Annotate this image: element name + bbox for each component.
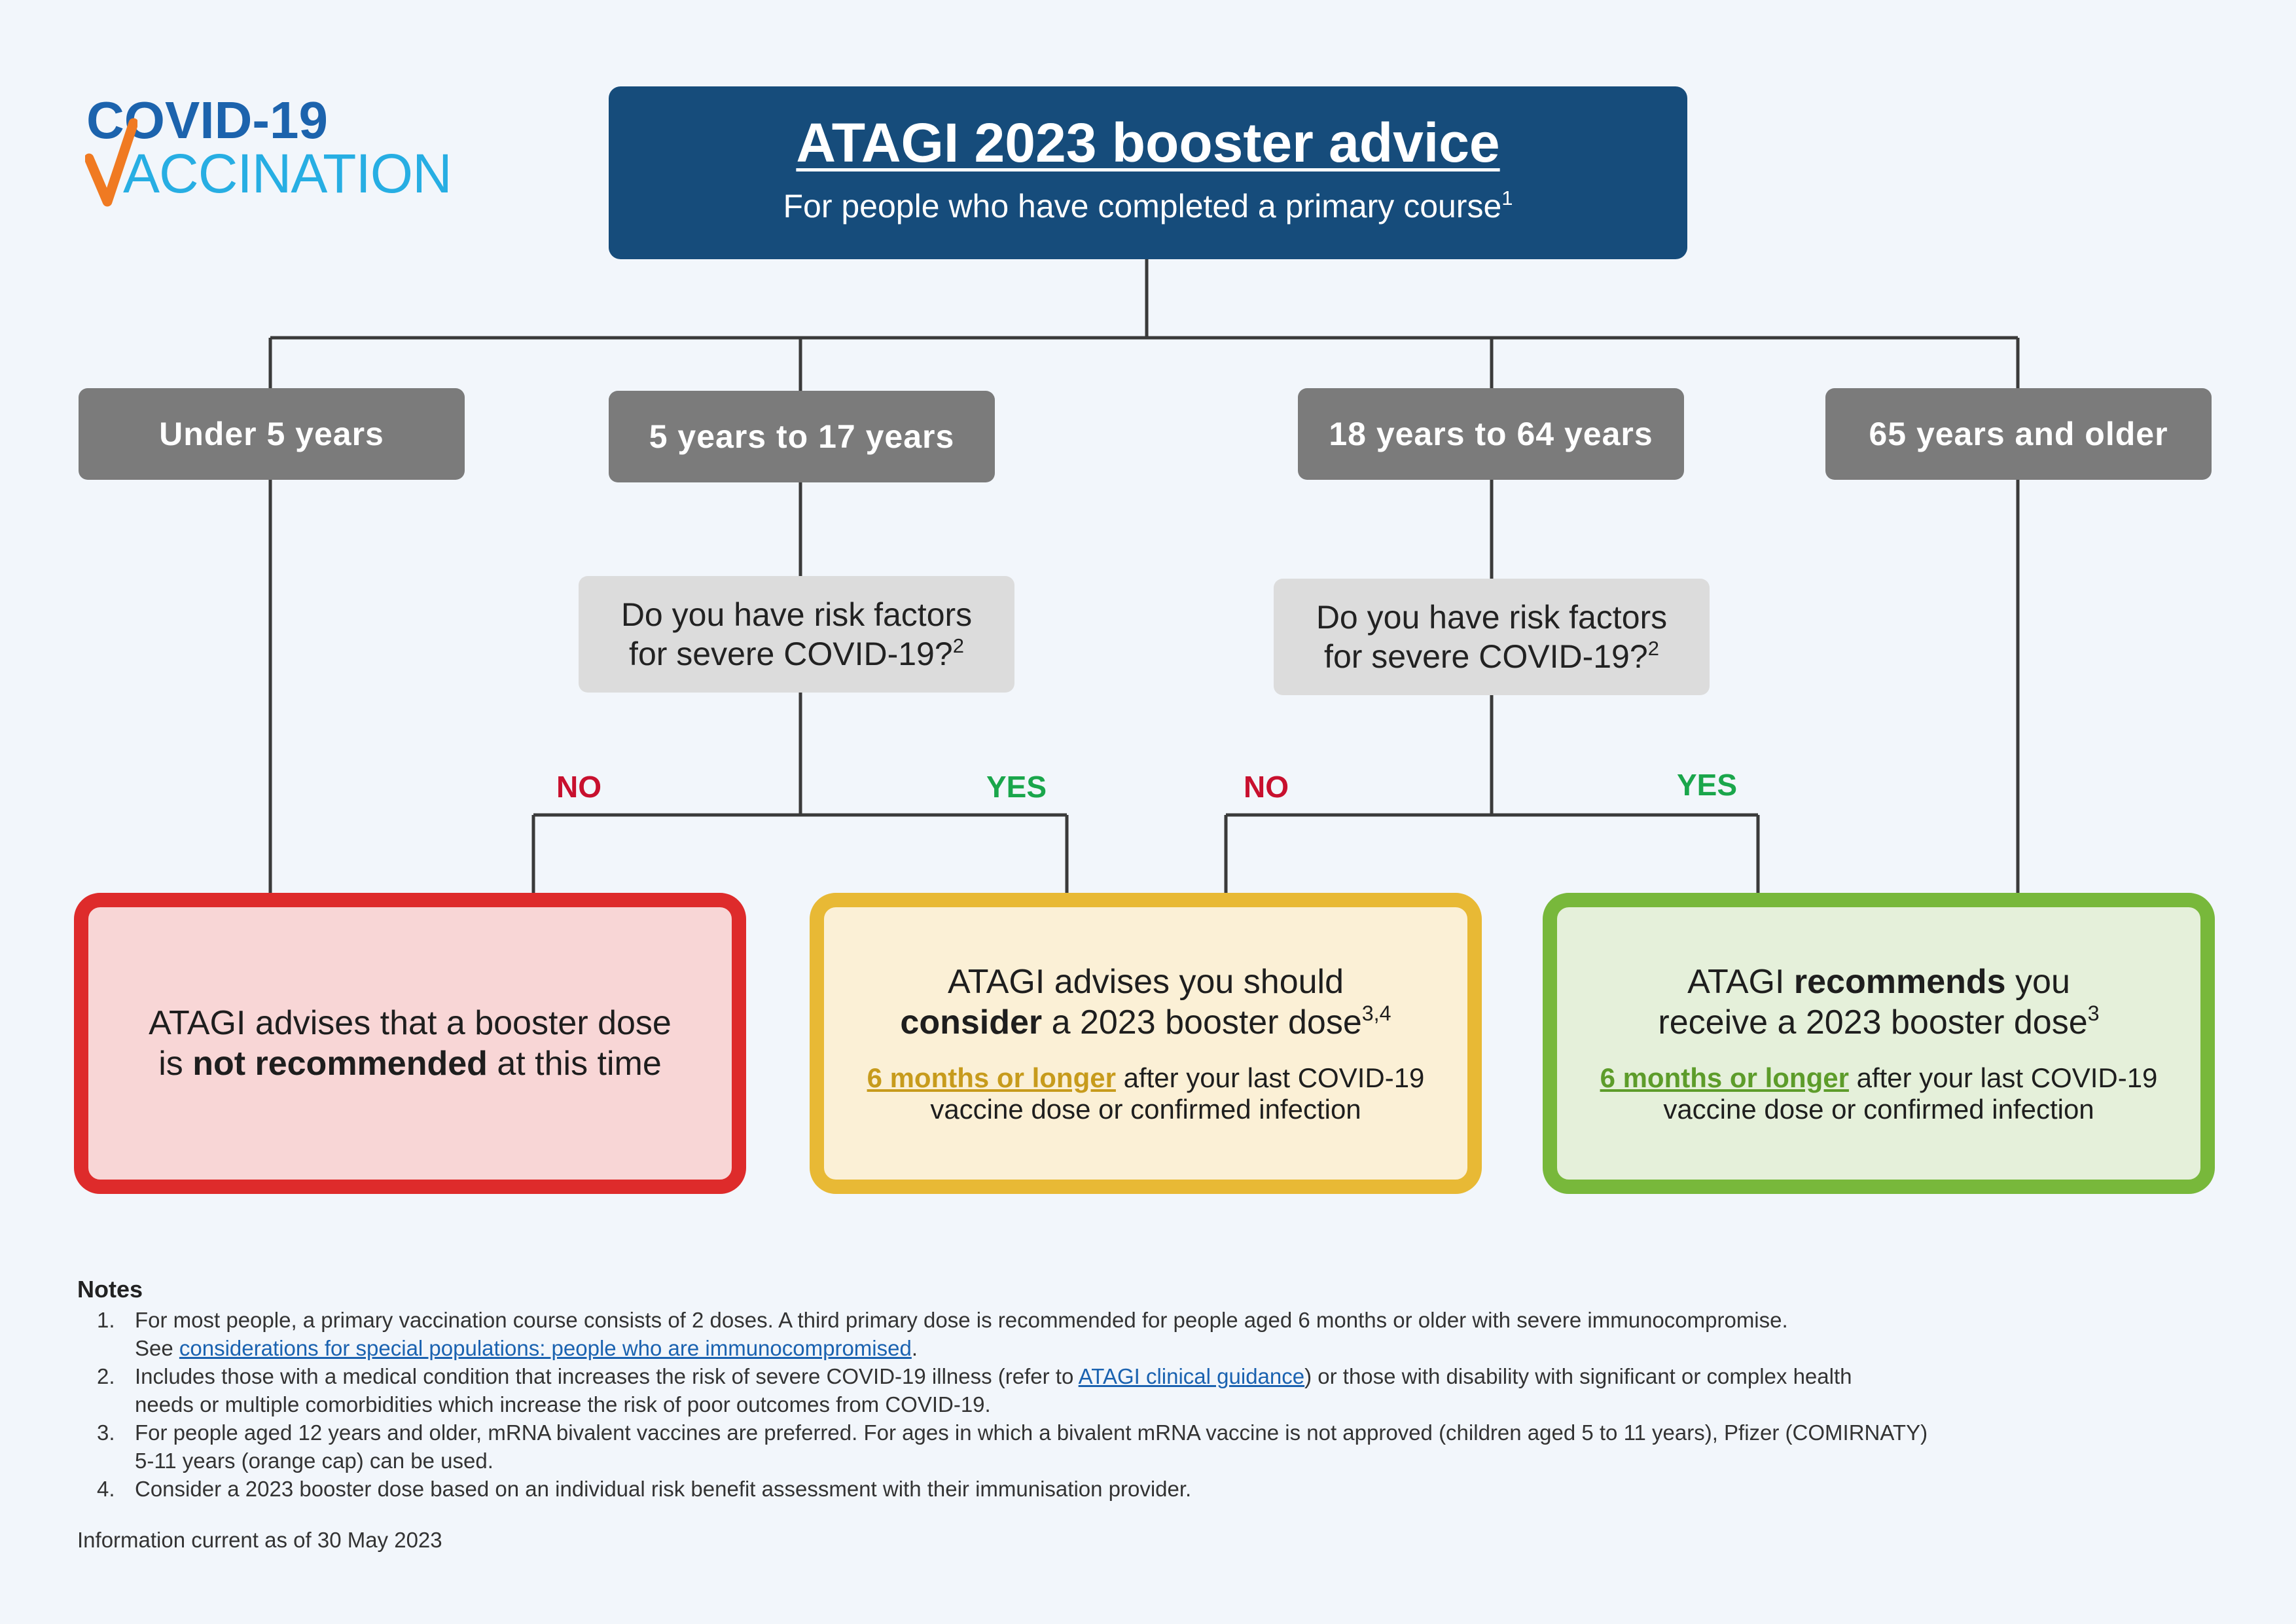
six-months-link[interactable]: 6 months or longer: [867, 1062, 1116, 1093]
logo-line2: ACCINATION: [123, 143, 452, 204]
six-months-link[interactable]: 6 months or longer: [1600, 1062, 1849, 1093]
page-subtitle: For people who have completed a primary …: [783, 186, 1513, 225]
age-box-5-to-17: 5 years to 17 years: [609, 391, 995, 482]
yes-label: YES: [986, 770, 1047, 804]
page-title: ATAGI 2023 booster advice: [796, 112, 1500, 173]
no-label: NO: [556, 770, 601, 804]
no-label: NO: [1244, 770, 1289, 804]
outcome-consider: ATAGI advises you should consider a 2023…: [810, 893, 1482, 1194]
notes-title: Notes: [77, 1276, 143, 1303]
age-box-under-5: Under 5 years: [79, 388, 465, 480]
age-box-65-and-older: 65 years and older: [1825, 388, 2212, 480]
risk-question-18-to-64: Do you have risk factors for severe COVI…: [1274, 579, 1710, 695]
risk-question-5-to-17: Do you have risk factors for severe COVI…: [579, 576, 1014, 693]
note-item: 2. Includes those with a medical conditi…: [97, 1364, 1852, 1416]
outcome-not-recommended: ATAGI advises that a booster dose is not…: [74, 893, 746, 1194]
note-item: 1. For most people, a primary vaccinatio…: [97, 1308, 1788, 1360]
checkmark-icon: [85, 118, 137, 207]
header-box: ATAGI 2023 booster advice For people who…: [609, 86, 1687, 259]
note-item: 4. Consider a 2023 booster dose based on…: [97, 1477, 1192, 1501]
age-box-18-to-64: 18 years to 64 years: [1298, 388, 1684, 480]
covid-vaccination-logo: COVID-19 ACCINATION: [85, 92, 478, 207]
atagi-clinical-guidance-link[interactable]: ATAGI clinical guidance: [1078, 1364, 1305, 1388]
yes-label: YES: [1677, 768, 1738, 802]
info-current-date: Information current as of 30 May 2023: [77, 1528, 442, 1552]
footnote-ref: 1: [1501, 186, 1513, 209]
notes-section: Notes 1. For most people, a primary vacc…: [77, 1275, 2211, 1503]
outcome-recommends: ATAGI recommends you receive a 2023 boos…: [1543, 893, 2215, 1194]
note-item: 3. For people aged 12 years and older, m…: [97, 1420, 1928, 1473]
immunocompromised-link[interactable]: considerations for special populations: …: [179, 1336, 912, 1360]
